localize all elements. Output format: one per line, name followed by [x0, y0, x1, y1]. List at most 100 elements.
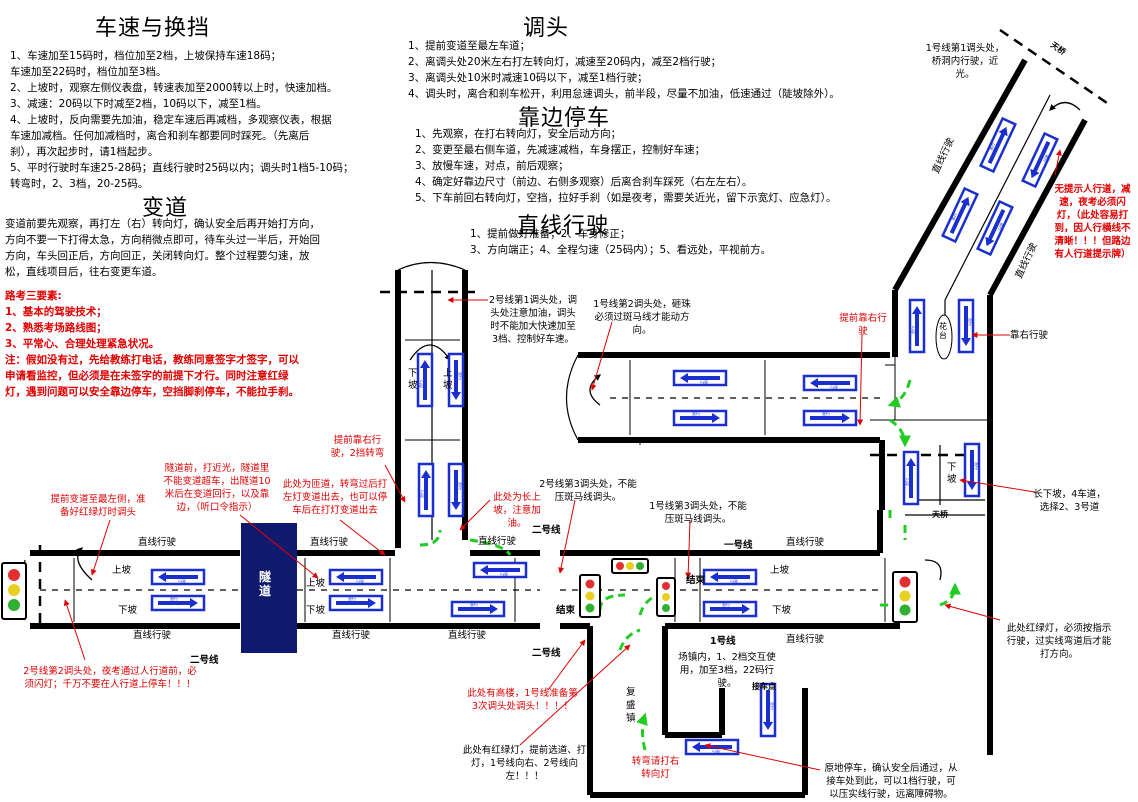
park-title: 靠边停车: [518, 106, 611, 131]
note-bridge-uturn1: 1号线第1调头处，桥洞内行驶，近光。: [925, 43, 1005, 80]
lane-arrow-text: 直行: [949, 212, 958, 222]
uturn-title: 调头: [523, 16, 570, 41]
lane-text: 变道前要先观察，再打左（右）转向灯，确认安全后再开始打方向， 方向不要一下打得太…: [5, 218, 320, 278]
label-pickup: 接车点: [752, 682, 776, 691]
lane-arrow-text: 直行: [903, 478, 909, 486]
label-bridge-right: 天桥: [932, 510, 948, 519]
label-downhill-2: 下坡: [306, 605, 326, 616]
traffic-light-center: [656, 577, 676, 617]
lane-arrow: 直行: [450, 600, 506, 618]
lane-arrow-text: 直行: [822, 410, 830, 416]
label-downhill-5: 下坡: [408, 368, 418, 391]
lane-arrow-text: 直行: [458, 482, 464, 490]
note-town: 场镇内，1、2档交互使用，加至3档，22码行驶。: [678, 652, 776, 689]
lane-arrow-text: 直行: [417, 380, 423, 388]
park-text: 1、先观察，在打右转向灯，安全后动方向； 2、变更至最右侧车道，先减速减档，车身…: [415, 128, 837, 204]
lane-arrow: 直行: [1021, 131, 1059, 189]
label-town: 复盛镇: [626, 687, 636, 724]
lane-arrow-text: 直行: [770, 702, 776, 710]
label-line2-bottom: 二号线: [532, 648, 561, 659]
lane-arrow-text: 直行: [730, 579, 738, 585]
label-straight-4: 直线行驶: [332, 630, 371, 641]
note-tunnel: 隧道前，打近光，隧道里不能变道超车，出隧道10米后在变道回行，以及靠边，（听口令…: [163, 463, 271, 513]
leader-lines: [63, 149, 1062, 771]
label-straight-3: 直线行驶: [310, 537, 349, 548]
note-traffic-light-lane: 此处有红绿灯，提前选道、打灯，1号线向右、2号线向左！！！: [462, 745, 587, 782]
lane-arrow: 直行: [328, 568, 384, 586]
note-line2-uturn1: 2号线第1调头处，调头处注意加油，调头时不能加大快速加至3档、控制好车速。: [488, 295, 578, 345]
lane-arrow: 直行: [472, 561, 528, 579]
lane-arrow: 直行: [416, 352, 434, 408]
lane-arrow: 直行: [976, 199, 1014, 257]
label-line2-top: 二号线: [532, 525, 561, 536]
lane-arrow-text: 直行: [700, 380, 708, 386]
label-straight-6: 直线行驶: [448, 630, 487, 641]
label-straight-8: 直线行驶: [786, 634, 825, 645]
note-lane-change-left: 提前变道至最左侧，准备好红绿灯时调头: [50, 494, 146, 518]
lane-arrow: 直行: [150, 594, 206, 612]
lane-arrow-text: 直行: [170, 595, 178, 601]
lane-arrow: 直行: [672, 369, 728, 387]
note-high-building: 此处有高楼，1号线准备第3次调头处调头！！！！: [467, 688, 578, 712]
label-downhill-1: 下坡: [118, 605, 138, 616]
crosswalks: [73, 339, 990, 622]
lane-arrow-text: 直行: [909, 326, 915, 334]
traffic-light-right: [892, 571, 918, 623]
lane-arrow: 直行: [684, 738, 740, 756]
label-flower: 花台: [939, 322, 947, 340]
label-end: 结束: [686, 575, 706, 586]
traffic-light-horiz: [611, 558, 649, 574]
note-line1-uturn3: 1号线第3调头处，不能压斑马线调头。: [649, 501, 747, 525]
lane-title: 变道: [142, 196, 189, 221]
lane-arrow-text: 直行: [500, 572, 508, 578]
label-straight-1: 直线行驶: [138, 537, 177, 548]
lane-arrow: 直行: [328, 594, 384, 612]
note-line2-uturn2: 2号线第2调头处，夜考通过人行道前，必须闪灯；千万不要在人行道上停车！！！: [23, 666, 197, 690]
lane-arrow: 直行: [417, 462, 435, 518]
traffic-light-mid: [579, 574, 601, 618]
lane-arrow-text: 直行: [997, 222, 1006, 232]
lane-arrow-text: 直行: [987, 142, 996, 152]
lane-arrow: 直行: [150, 568, 206, 586]
lane-arrow-text: 直行: [348, 595, 356, 601]
label-downhill-3: 下坡: [772, 605, 792, 616]
lane-arrow-text: 直行: [1042, 154, 1051, 164]
lane-arrow: 直行: [979, 116, 1017, 174]
lane-arrow: 直行: [447, 352, 465, 408]
label-uphill-3: 上坡: [770, 565, 790, 576]
straight-title: 直线行驶: [517, 214, 610, 239]
label-line1: 一号线: [724, 540, 753, 551]
lane-arrow-text: 直行: [712, 749, 720, 755]
lane-arrow-text: 直行: [356, 579, 364, 585]
lane-arrow-text: 直行: [458, 372, 464, 380]
note-line1-uturn2: 1号线第2调头处，砸珠必须过斑马线才能动方向。: [593, 299, 691, 336]
main-road: [30, 58, 1088, 798]
exam-text: 路考三要素: 1、基本的驾驶技术； 2、熟悉考场路线图； 3、平常心、合理处理紧…: [5, 290, 299, 398]
note-uphill: 此处为长上坡，注意加油。: [493, 492, 541, 529]
label-uphill-2: 上坡: [306, 578, 326, 589]
label-downhill-4: 下坡: [947, 462, 957, 485]
note-park-right: 提前靠右行驶: [839, 313, 887, 337]
label-straight-2: 直线行驶: [133, 630, 172, 641]
label-uphill-5: 上坡: [443, 368, 453, 391]
label-finish: 结束: [556, 605, 576, 616]
lane-arrow-text: 直行: [692, 410, 700, 416]
lane-arrow: 直行: [902, 450, 920, 506]
note-narrow: 此处为匝道，转弯过后打左灯变道出去，也可以停车后在打灯变道出去: [282, 479, 388, 516]
lane-arrow-text: 直行: [178, 579, 186, 585]
flower-bed: [935, 314, 953, 360]
lane-arrow: 直行: [957, 298, 975, 354]
lane-arrow: 直行: [963, 442, 981, 498]
uturn-text: 1、提前变道至最左车道； 2、离调头处20米左右打左转向灯，减速至20码内，减至…: [408, 40, 840, 100]
note-light: 此处红绿灯，必须按指示行驶，过实线弯道后才能打方向。: [1006, 623, 1112, 660]
lane-arrow: 直行: [802, 409, 858, 427]
lane-arrow-text: 直行: [722, 601, 730, 607]
lane-arrows: 直行直行直行直行直行直行直行直行直行直行直行直行直行直行直行直行直行直行直行直行…: [150, 116, 1059, 756]
label-uphill-1: 上坡: [112, 565, 132, 576]
lane-arrow-text: 直行: [830, 385, 838, 391]
speed-title: 车速与换挡: [95, 16, 211, 41]
straight-text: 1、提前做好准备；2、车身修正； 3、方向端正；4、全程匀速（25码内）；5、看…: [470, 228, 772, 256]
lane-arrow: 直行: [702, 600, 758, 618]
note-no-ped-light: 无提示人行道，减速，夜考必须闪灯，（此处容易打到，因人行横线不清晰！！！但路边有…: [1054, 184, 1131, 260]
